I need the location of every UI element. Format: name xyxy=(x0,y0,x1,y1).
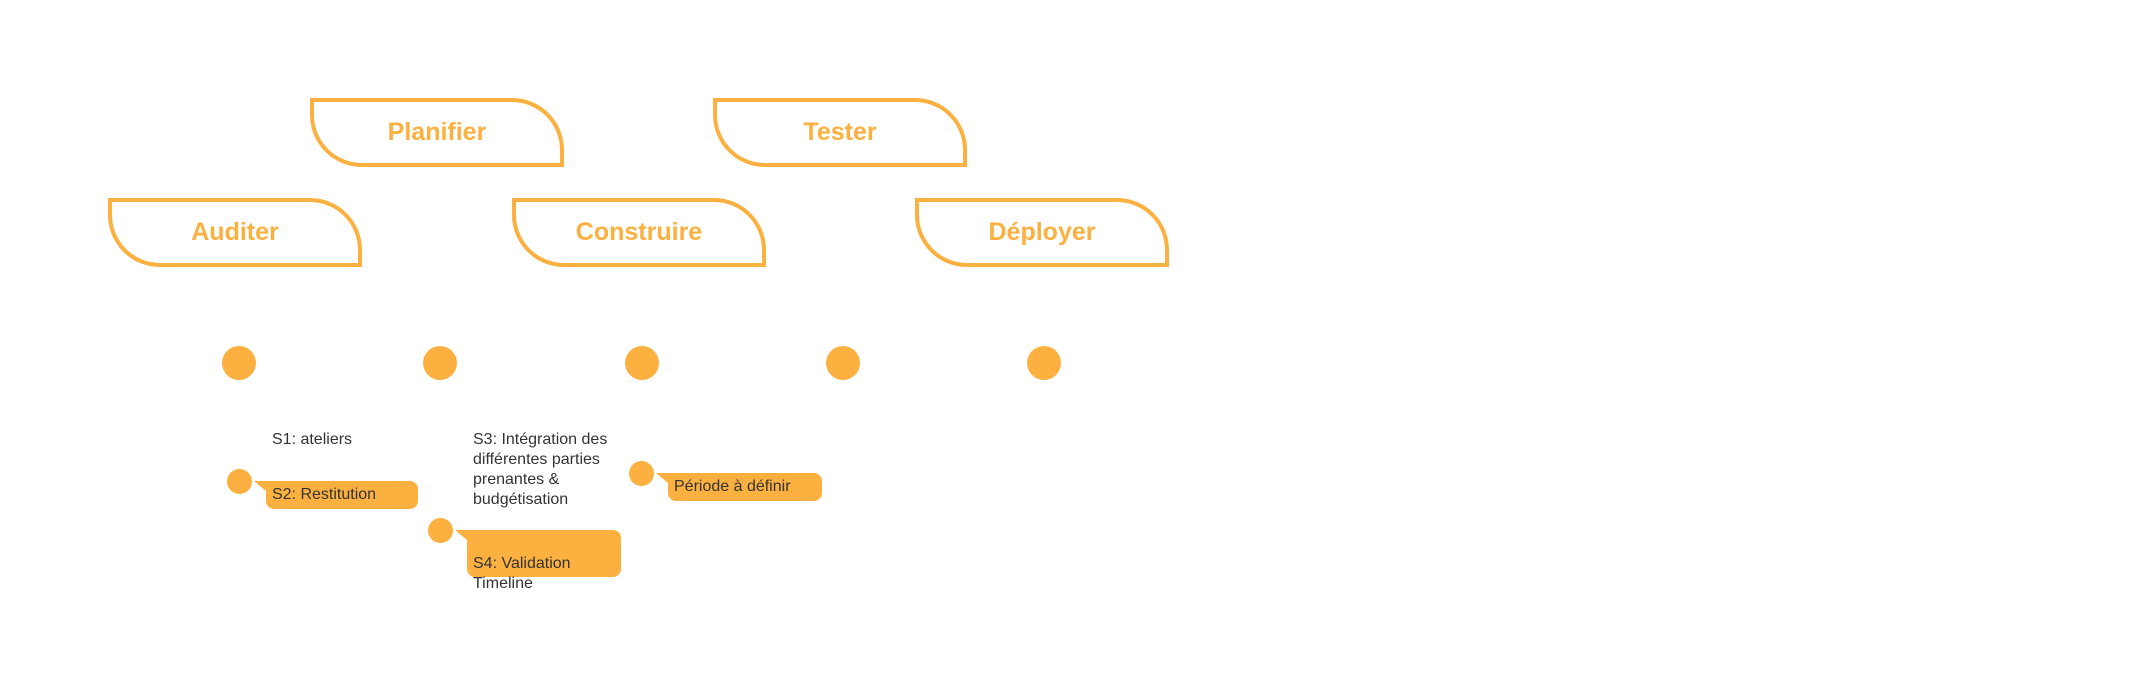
phase-label: Planifier xyxy=(387,118,487,146)
milestone-note-s1: S1: ateliers xyxy=(272,431,353,448)
timeline-dot-planifier xyxy=(423,346,457,380)
phase-tester: Tester xyxy=(713,98,967,167)
callout-text: S2: Restitution xyxy=(272,486,377,503)
timeline-dot-tester xyxy=(826,346,860,380)
milestone-callout-s4: S4: Validation Timeline xyxy=(455,530,621,592)
callout-text: Période à définir xyxy=(674,478,791,495)
phase-label: Auditer xyxy=(191,218,279,246)
phase-auditer: Auditer xyxy=(108,198,362,267)
phase-label: Déployer xyxy=(988,218,1096,246)
callout-text: S4: Validation Timeline xyxy=(473,555,571,592)
timeline-dot-deployer xyxy=(1027,346,1061,380)
milestone-dot-tbd xyxy=(629,461,654,486)
milestone-dot-s2 xyxy=(227,469,252,494)
phase-construire: Construire xyxy=(512,198,766,267)
milestone-callout-s2: S2: Restitution xyxy=(254,481,418,509)
phase-label: Tester xyxy=(803,118,877,146)
milestone-note-s3: S3: Intégration des différentes parties … xyxy=(473,431,608,508)
phase-deployer: Déployer xyxy=(915,198,1169,267)
milestone-callout-tbd: Période à définir xyxy=(656,473,822,501)
timeline-dot-auditer xyxy=(222,346,256,380)
phase-label: Construire xyxy=(575,218,703,246)
phase-planifier: Planifier xyxy=(310,98,564,167)
timeline-dot-construire xyxy=(625,346,659,380)
milestone-dot-s4 xyxy=(428,518,453,543)
